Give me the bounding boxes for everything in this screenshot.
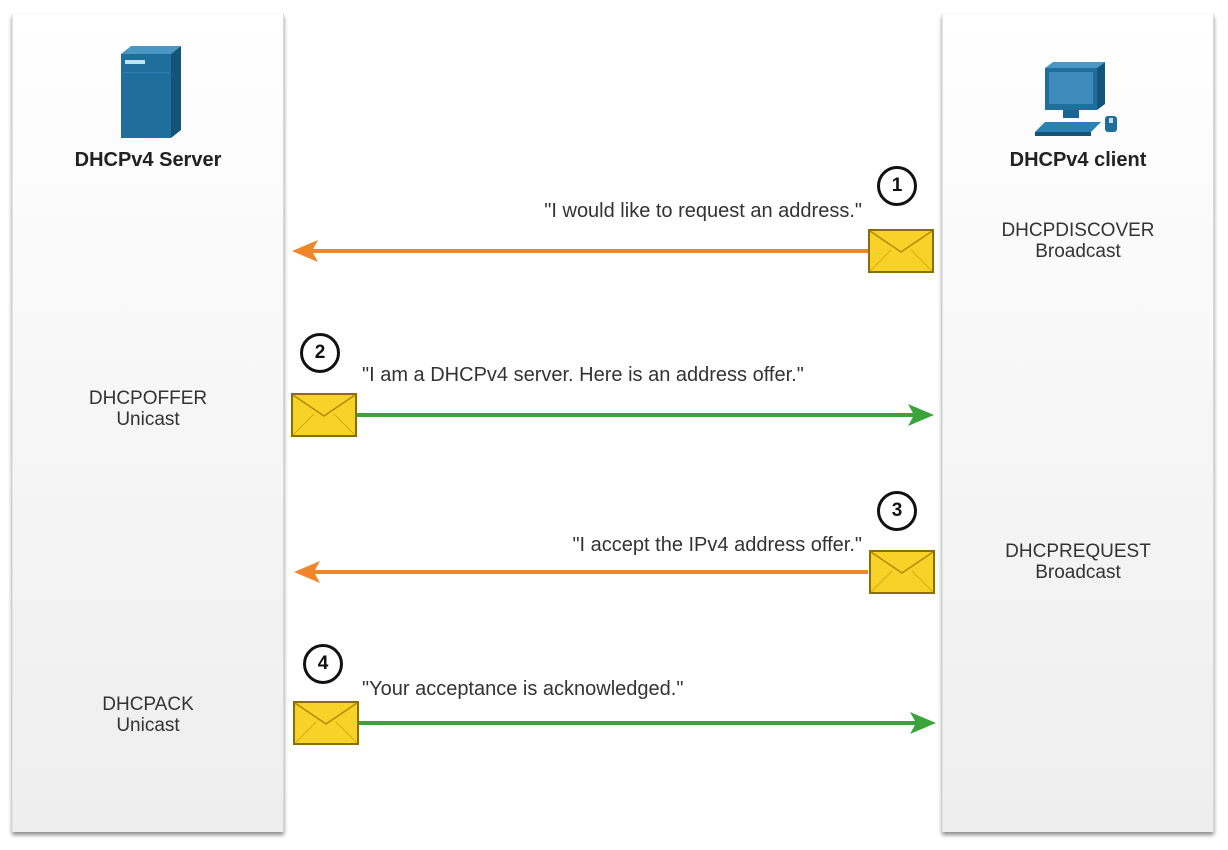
step-4-quote: "Your acceptance is acknowledged." xyxy=(362,678,684,700)
step-1-type-text: DHCPDISCOVER xyxy=(1001,220,1155,241)
step-2-message-type: DHCPOFFER Unicast xyxy=(13,388,283,430)
step-2-delivery-text: Unicast xyxy=(116,409,180,430)
step-3-quote: "I accept the IPv4 address offer." xyxy=(572,534,862,556)
step-1-arrow xyxy=(292,240,868,262)
step-3-message-type: DHCPREQUEST Broadcast xyxy=(943,541,1213,583)
step-2-envelope-icon xyxy=(291,393,357,437)
server-panel: DHCPv4 Server DHCPOFFER Unicast DHCPACK … xyxy=(12,14,284,832)
client-panel: DHCPv4 client DHCPDISCOVER Broadcast DHC… xyxy=(942,14,1214,832)
step-1-envelope-icon xyxy=(868,229,934,273)
step-4-arrow xyxy=(358,712,936,734)
step-4-delivery-text: Unicast xyxy=(116,715,180,736)
client-label: DHCPv4 client xyxy=(1009,149,1147,171)
server-label: DHCPv4 Server xyxy=(74,149,222,171)
step-4-type-text: DHCPACK xyxy=(102,694,194,715)
step-1-badge: 1 xyxy=(877,166,917,206)
step-2-arrow xyxy=(356,404,934,426)
step-1-message-type: DHCPDISCOVER Broadcast xyxy=(943,220,1213,262)
server-icon xyxy=(121,46,181,138)
step-3-badge: 3 xyxy=(877,491,917,531)
step-3-type-text: DHCPREQUEST xyxy=(1005,541,1151,562)
computer-icon xyxy=(1035,62,1117,136)
step-3-arrow xyxy=(294,561,868,583)
step-3-envelope-icon xyxy=(869,550,935,594)
step-1-delivery-text: Broadcast xyxy=(1035,241,1121,262)
step-2-quote: "I am a DHCPv4 server. Here is an addres… xyxy=(362,364,804,386)
step-4-message-type: DHCPACK Unicast xyxy=(13,694,283,736)
step-3-delivery-text: Broadcast xyxy=(1035,562,1121,583)
step-2-type-text: DHCPOFFER xyxy=(88,388,208,409)
step-4-envelope-icon xyxy=(293,701,359,745)
step-4-badge: 4 xyxy=(303,644,343,684)
step-1-quote: "I would like to request an address." xyxy=(544,200,862,222)
step-2-badge: 2 xyxy=(300,333,340,373)
